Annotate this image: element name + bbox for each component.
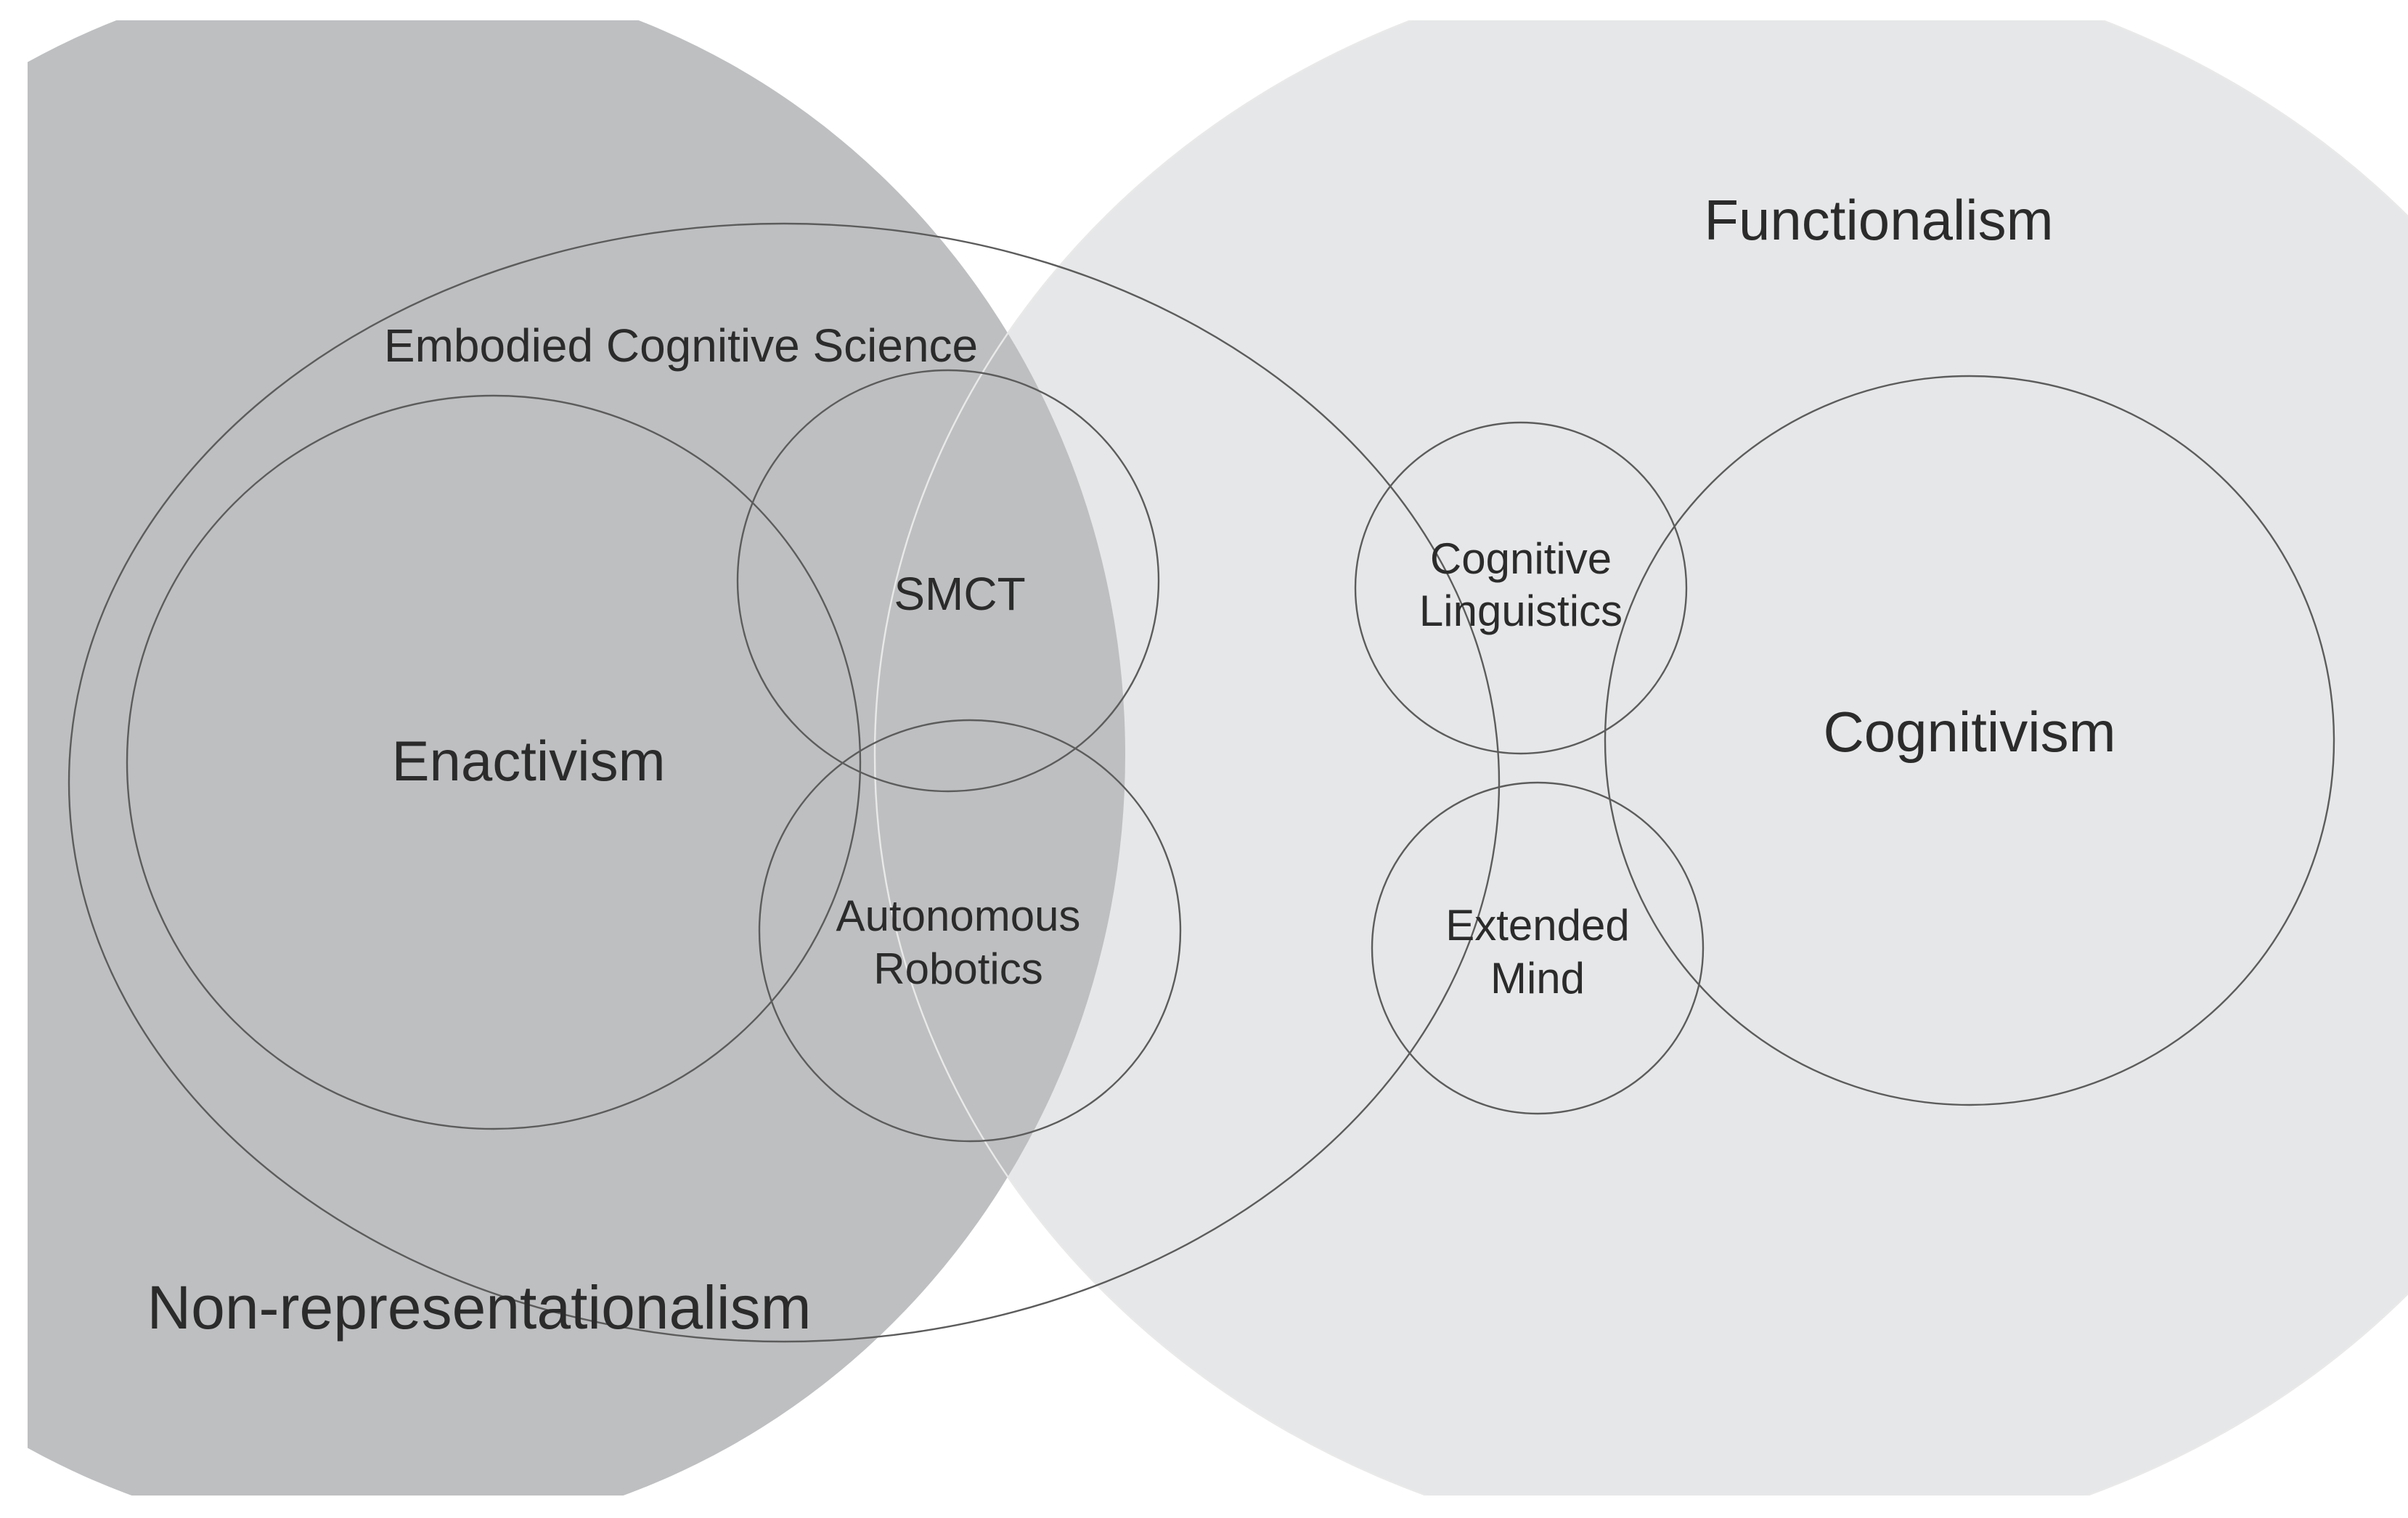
enactivism-circle — [126, 394, 862, 1130]
functionalism-boundary — [874, 20, 2408, 1495]
cognitivism-label: Cognitivism — [1823, 700, 2115, 764]
smct-label: SMCT — [894, 568, 1025, 620]
non-representationalism-region — [28, 20, 1125, 1495]
enactivism-label: Enactivism — [391, 729, 665, 793]
non-representationalism-label: Non-representationalism — [147, 1273, 811, 1342]
extended-mind-circle — [1371, 781, 1705, 1115]
autonomous-robotics-circle — [758, 719, 1182, 1143]
autonomous-robotics-label-line1: Autonomous — [836, 891, 1081, 940]
cognitive-linguistics-label-line2: Linguistics — [1419, 587, 1623, 635]
embodied-cognitive-science-ellipse — [68, 222, 1501, 1343]
functionalism-label: Functionalism — [1704, 188, 2053, 252]
cognitive-linguistics-circle — [1354, 421, 1688, 755]
functionalism-region — [875, 20, 2408, 1495]
extended-mind-label-line1: Extended — [1445, 901, 1630, 950]
cognitive-linguistics-label-line1: Cognitive — [1430, 534, 1612, 583]
embodied-cognitive-science-label: Embodied Cognitive Science — [384, 319, 978, 372]
autonomous-robotics-label-line2: Robotics — [873, 944, 1042, 993]
extended-mind-label-line2: Mind — [1490, 954, 1585, 1003]
cognitivism-circle — [1604, 375, 2335, 1106]
smct-circle — [736, 369, 1160, 793]
